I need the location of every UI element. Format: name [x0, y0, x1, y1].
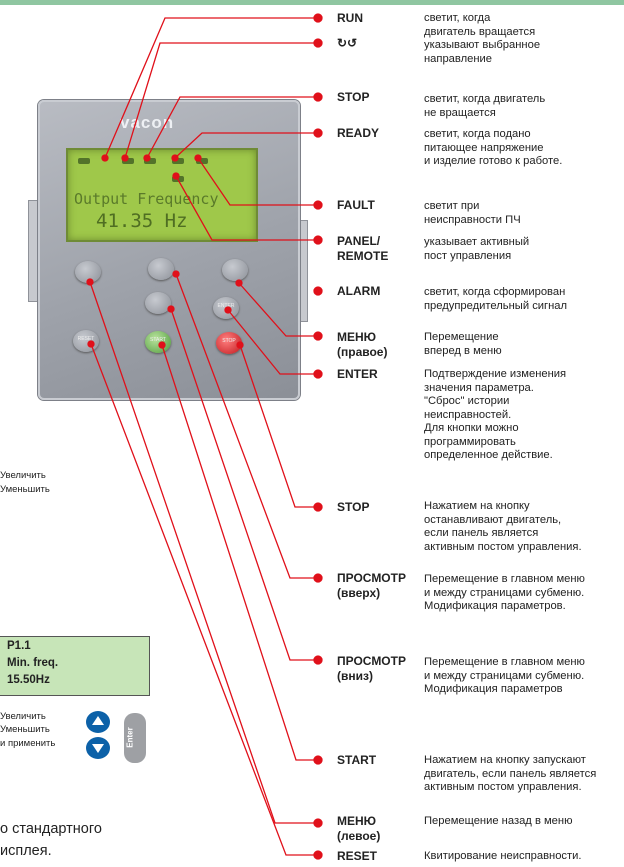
run-led [78, 158, 90, 164]
stop-led [144, 158, 156, 164]
top-band [0, 0, 624, 5]
increase-text-1: Увеличить [0, 470, 46, 481]
label-alarm: ALARM [337, 284, 381, 298]
keypad-display: Output Frequency 41.35 Hz [66, 148, 258, 242]
apply-text: и применить [0, 738, 56, 749]
stop-button[interactable]: STOP [216, 332, 242, 354]
label-menu-right: МЕНЮ(правое) [337, 330, 388, 359]
browse-down-button[interactable] [145, 292, 171, 314]
label-panel-remote: PANEL/REMOTE [337, 234, 389, 263]
label-reset: RESET [337, 849, 378, 863]
label-browse-up: ПРОСМОТР(вверх) [337, 571, 406, 600]
label-menu-left: МЕНЮ(левое) [337, 814, 381, 843]
direction-led [122, 158, 134, 164]
desc-reset: Квитирование неисправности. [424, 850, 582, 862]
label-fault: FAULT [337, 198, 375, 212]
fault-led [196, 158, 208, 164]
bottom-text-line-1: о стандартного [0, 821, 102, 837]
label-run: RUN [337, 11, 363, 25]
brand-logo: vacon [120, 113, 175, 132]
display-line-2: 41.35 Hz [96, 210, 188, 232]
parameter-display: P1.1 Min. freq. 15.50Hz [0, 636, 150, 696]
bottom-text-line-2: исплея. [0, 843, 52, 859]
label-start: START [337, 753, 377, 767]
ready-led [172, 158, 184, 164]
label-stop-button: STOP [337, 500, 370, 514]
enter-key-icon: Enter [124, 713, 146, 763]
down-arrow-icon [86, 737, 110, 759]
label-stop-led: STOP [337, 90, 370, 104]
browse-up-button[interactable] [148, 258, 174, 280]
label-ready: READY [337, 126, 380, 140]
label-browse-down: ПРОСМОТР(вниз) [337, 654, 406, 683]
decrease-text-2: Уменьшить [0, 724, 50, 735]
label-direction: ↻↺ [337, 36, 358, 50]
desc-menu-left: Перемещение назад в меню [424, 815, 573, 827]
display-line-1: Output Frequency [74, 190, 219, 208]
decrease-text-1: Уменьшить [0, 484, 50, 495]
up-arrow-icon [86, 711, 110, 733]
label-enter: ENTER [337, 367, 378, 381]
menu-right-button[interactable] [222, 259, 248, 281]
increase-text-2: Увеличить [0, 711, 46, 722]
menu-left-button[interactable] [75, 261, 101, 283]
